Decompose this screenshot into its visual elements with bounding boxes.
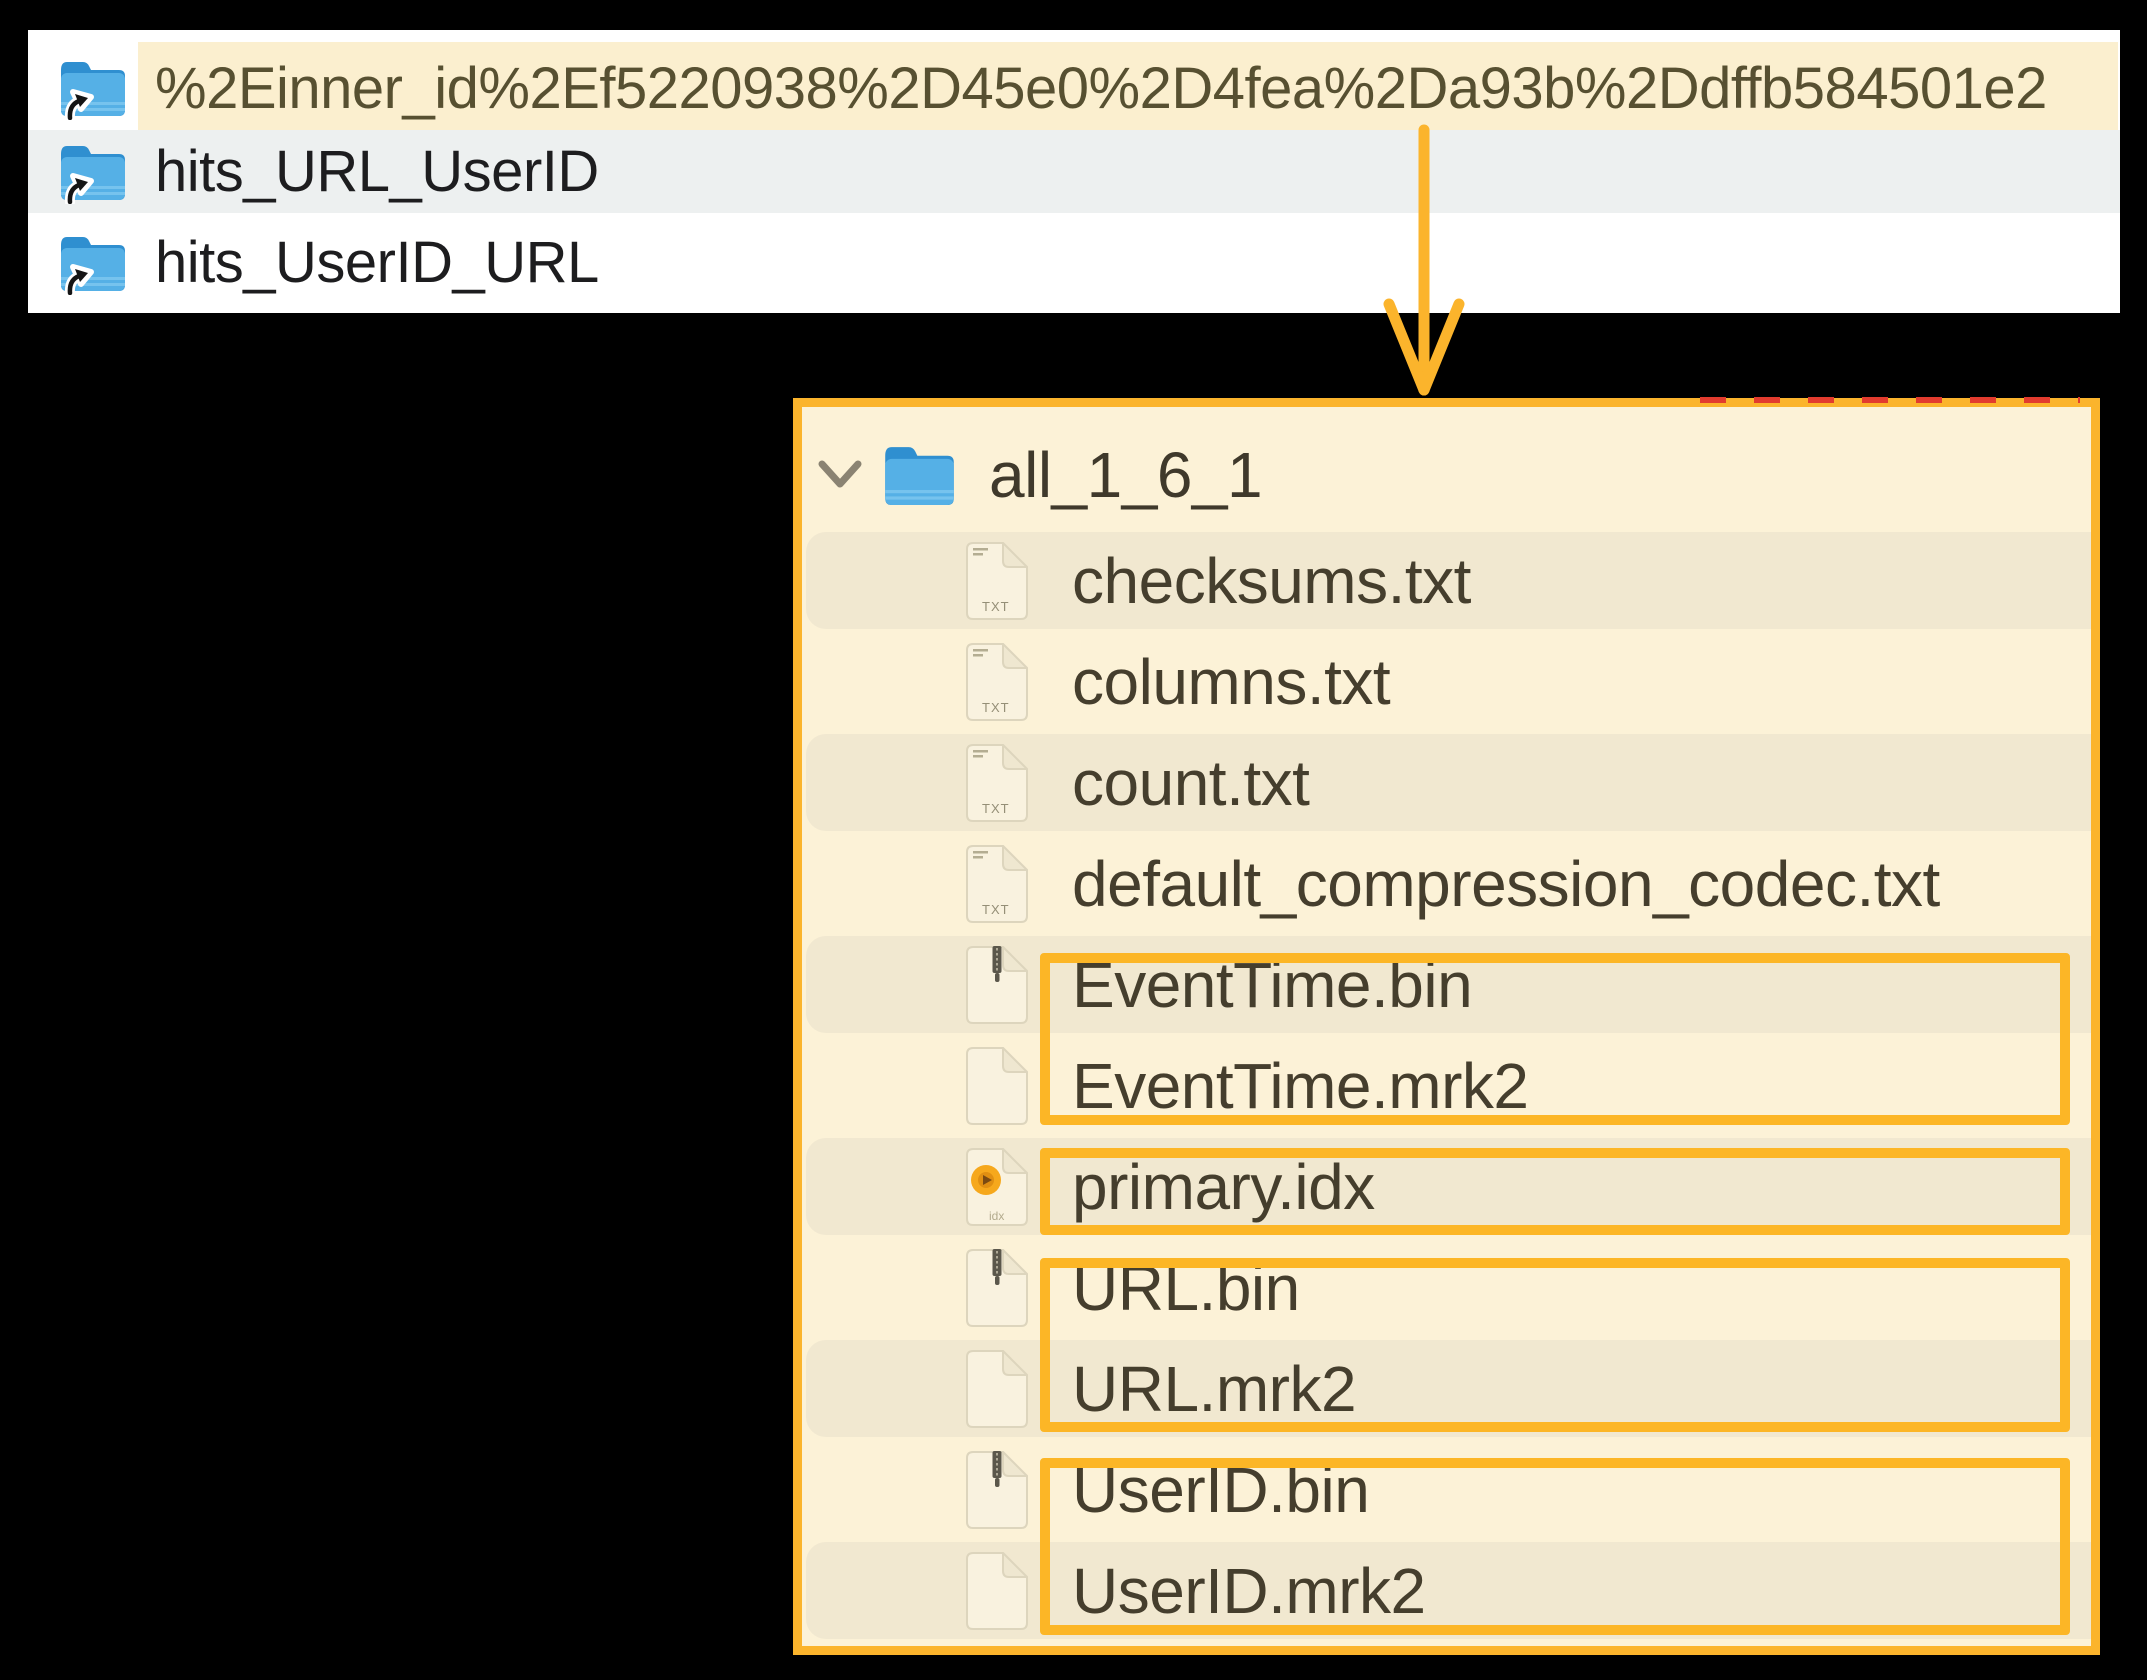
svg-text:TXT: TXT: [982, 902, 1010, 917]
part-contents-panel: all_1_6_1 TXT checksums.txt TXT columns.…: [793, 398, 2100, 1655]
txt-file-icon: TXT: [966, 844, 1028, 923]
folder-name: hits_UserID_URL: [155, 230, 599, 295]
file-row-columns[interactable]: TXT columns.txt: [802, 631, 2091, 732]
folder-name: hits_URL_UserID: [155, 139, 599, 204]
file-row-url-mrk2[interactable]: URL.mrk2: [802, 1338, 2091, 1439]
file-name: EventTime.bin: [1072, 948, 1473, 1021]
file-row-eventtime-mrk2[interactable]: EventTime.mrk2: [802, 1035, 2091, 1136]
bin-file-icon: [966, 1450, 1028, 1529]
txt-file-icon: TXT: [966, 743, 1028, 822]
file-name: primary.idx: [1072, 1150, 1375, 1223]
bin-file-icon: [966, 1248, 1028, 1327]
mrk2-file-icon: [966, 1349, 1028, 1428]
file-row-userid-bin[interactable]: UserID.bin: [802, 1439, 2091, 1540]
finder-row-hits-url-userid[interactable]: hits_URL_UserID: [28, 130, 2120, 213]
file-row-url-bin[interactable]: URL.bin: [802, 1237, 2091, 1338]
folder-name: %2Einner_id%2Ef5220938%2D45e0%2D4fea%2Da…: [155, 55, 2047, 121]
file-name: columns.txt: [1072, 645, 1391, 718]
file-row-default-compression-codec[interactable]: TXT default_compression_codec.txt: [802, 833, 2091, 934]
chevron-down-icon[interactable]: [818, 460, 862, 490]
file-name: default_compression_codec.txt: [1072, 847, 1940, 920]
parts-folder-list-panel: %2Einner_id%2Ef5220938%2D45e0%2D4fea%2Da…: [28, 30, 2120, 313]
red-crop-marks: [1700, 397, 2080, 403]
file-name: checksums.txt: [1072, 544, 1471, 617]
file-row-userid-mrk2[interactable]: UserID.mrk2: [802, 1540, 2091, 1641]
selected-row-highlight: [138, 42, 2118, 130]
down-arrow-icon: [1383, 124, 1465, 396]
svg-text:TXT: TXT: [982, 599, 1010, 614]
file-row-count[interactable]: TXT count.txt: [802, 732, 2091, 833]
alias-folder-icon: [61, 62, 125, 120]
file-row-eventtime-bin[interactable]: EventTime.bin: [802, 934, 2091, 1035]
svg-text:idx: idx: [989, 1209, 1004, 1223]
mrk2-file-icon: [966, 1046, 1028, 1125]
mrk2-file-icon: [966, 1551, 1028, 1630]
alias-folder-icon: [61, 145, 125, 204]
file-row-checksums[interactable]: TXT checksums.txt: [802, 530, 2091, 631]
finder-row-hits-userid-url[interactable]: hits_UserID_URL: [28, 213, 2120, 312]
svg-text:TXT: TXT: [982, 700, 1010, 715]
root-folder-name: all_1_6_1: [989, 439, 1263, 511]
folder-icon: [885, 447, 954, 505]
finder-row-inner-id[interactable]: %2Einner_id%2Ef5220938%2D45e0%2D4fea%2Da…: [28, 36, 2120, 140]
bin-file-icon: [966, 945, 1028, 1024]
tree-root-row-all-1-6-1[interactable]: all_1_6_1: [802, 420, 2091, 530]
file-name: UserID.bin: [1072, 1453, 1370, 1526]
file-name: count.txt: [1072, 746, 1310, 819]
alias-folder-icon: [61, 236, 125, 295]
file-name: URL.mrk2: [1072, 1352, 1357, 1425]
idx-file-icon: idx: [966, 1147, 1028, 1226]
txt-file-icon: TXT: [966, 642, 1028, 721]
file-name: UserID.mrk2: [1072, 1554, 1426, 1627]
svg-text:TXT: TXT: [982, 801, 1010, 816]
file-name: URL.bin: [1072, 1251, 1300, 1324]
txt-file-icon: TXT: [966, 541, 1028, 620]
file-row-primary-idx[interactable]: idx primary.idx: [802, 1136, 2091, 1237]
file-name: EventTime.mrk2: [1072, 1049, 1529, 1122]
